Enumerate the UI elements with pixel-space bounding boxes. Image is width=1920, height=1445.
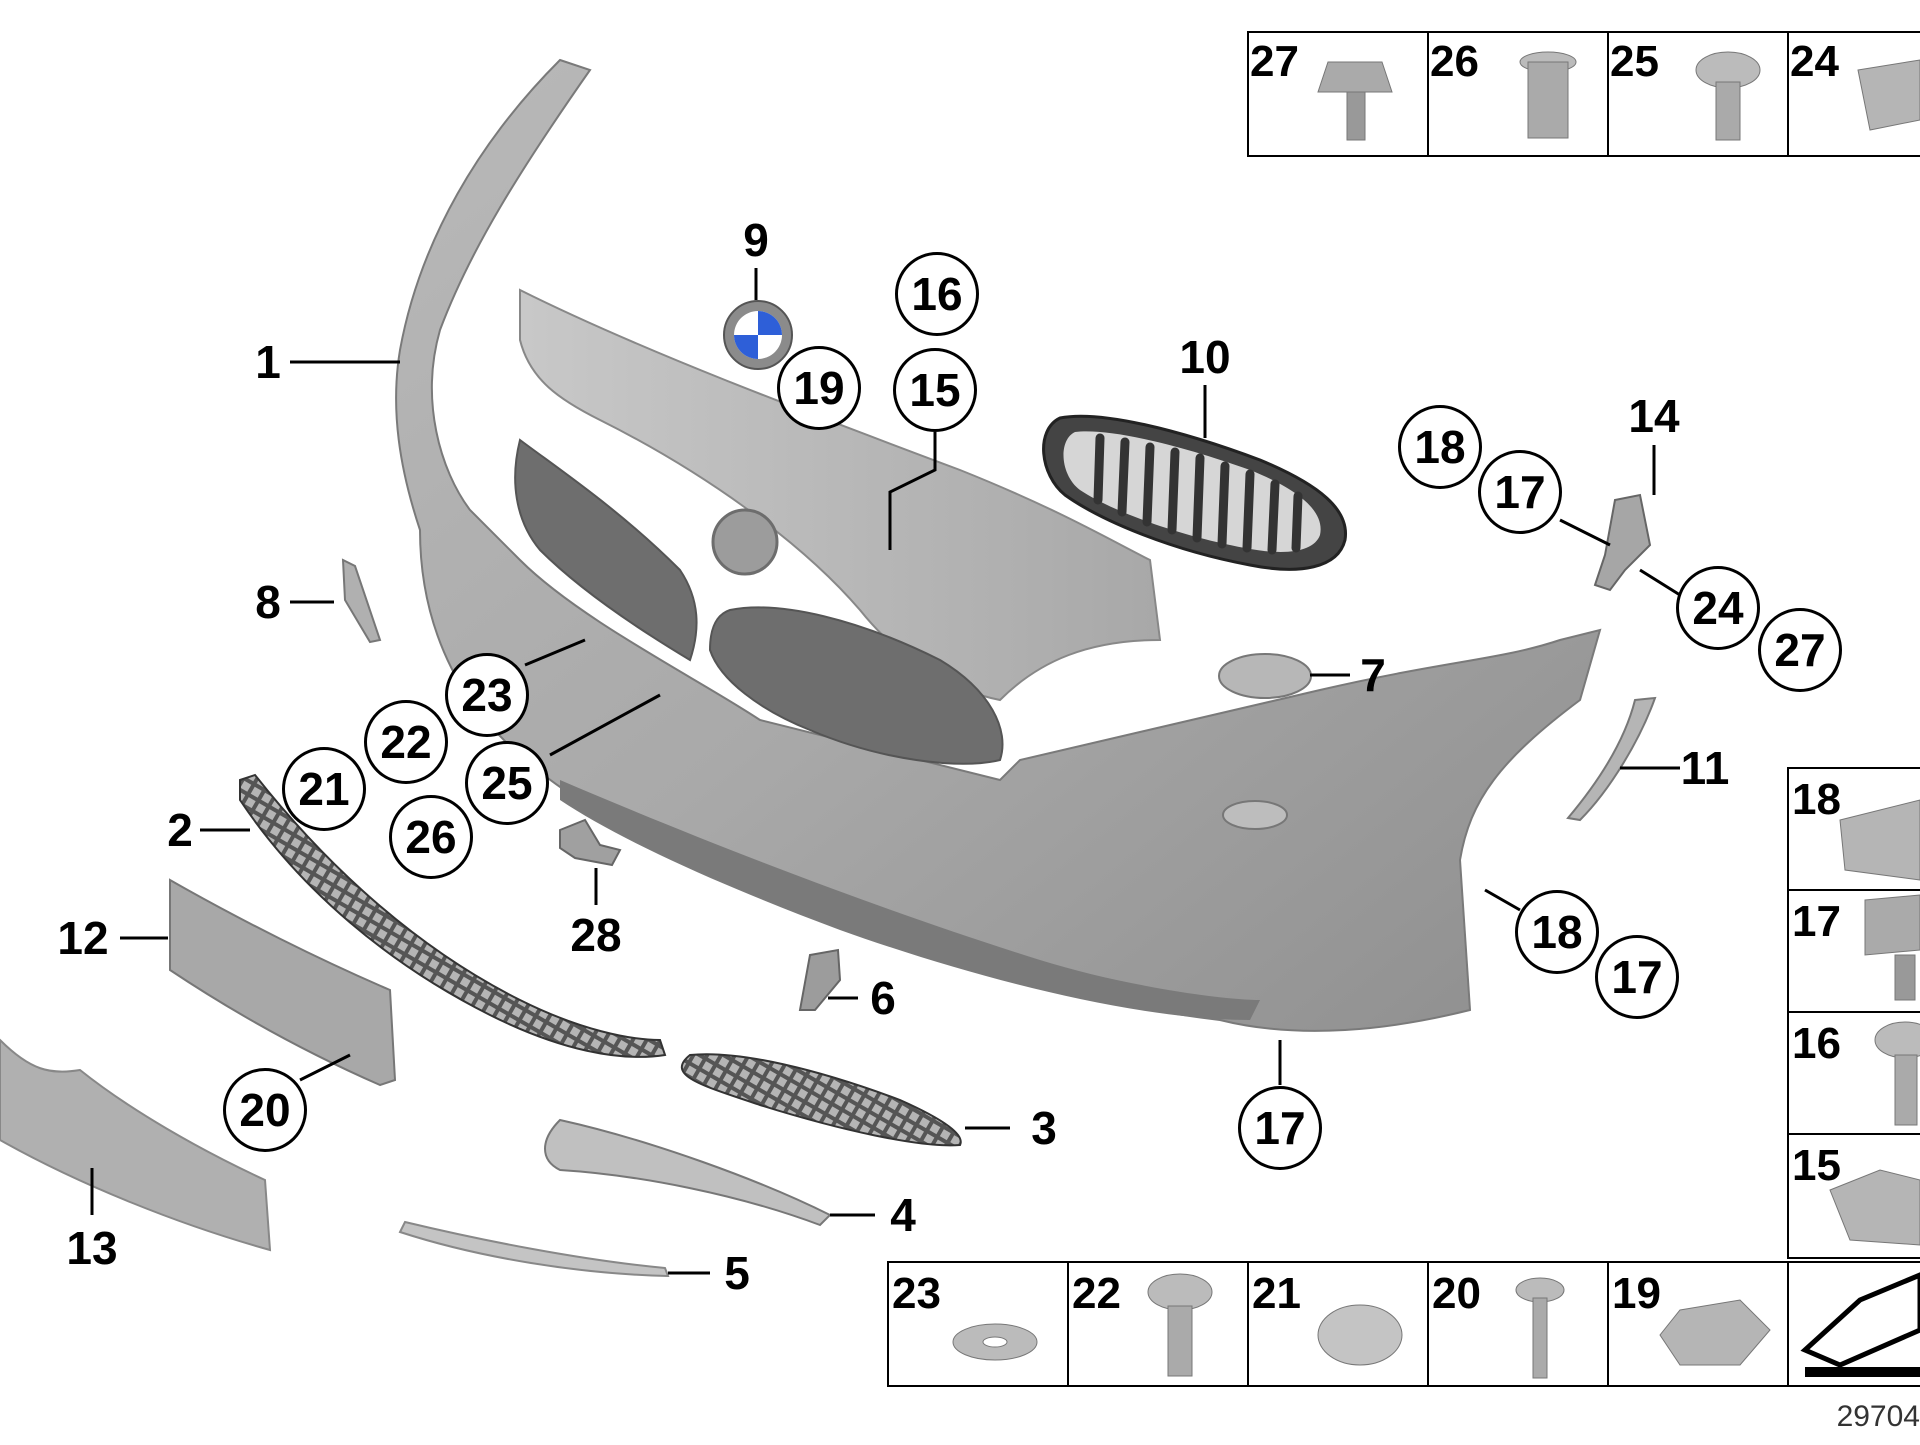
part-number-label: 28 — [570, 909, 622, 961]
top-table-cell-number: 25 — [1610, 37, 1659, 86]
part-number-label: 1 — [255, 336, 281, 388]
circled-part-number-label: 17 — [1478, 450, 1562, 534]
trim-strip-11 — [1566, 696, 1657, 822]
diagram-id: 29704 — [1836, 1400, 1920, 1433]
trim-frame — [544, 1118, 832, 1227]
part-number-label: 9 — [743, 214, 769, 266]
circled-part-number-label: 18 — [1398, 405, 1482, 489]
part-number-label: 7 — [1360, 649, 1386, 701]
circled-part-number-label: 17 — [1595, 935, 1679, 1019]
part-number-label: 14 — [1628, 390, 1680, 442]
top-parts-table — [1247, 31, 1920, 157]
part-number-label: 11 — [1680, 742, 1730, 794]
part-number-label: 13 — [66, 1222, 118, 1274]
part-number-label: 5 — [724, 1247, 750, 1299]
part-number-label: 8 — [255, 576, 281, 628]
kidney-grille — [1042, 414, 1348, 571]
right-table-cell-number: 16 — [1792, 1019, 1841, 1068]
top-table-cell-number: 24 — [1790, 37, 1839, 86]
circled-part-number-label: 20 — [223, 1068, 307, 1152]
part-number-label: 2 — [167, 804, 193, 856]
part-number-label: 4 — [890, 1189, 916, 1241]
bumper-cover — [395, 58, 1602, 1032]
circled-part-number-label: 21 — [282, 747, 366, 831]
circled-part-number-label: 25 — [465, 741, 549, 825]
bottom-table-cell-number: 23 — [892, 1269, 941, 1318]
circled-part-number-label: 19 — [777, 346, 861, 430]
circled-part-number-label: 23 — [445, 653, 529, 737]
bmw-emblem — [723, 300, 793, 370]
circled-part-number-label: 26 — [389, 795, 473, 879]
top-table-cell-number: 26 — [1430, 37, 1479, 86]
bottom-table-cell-number: 21 — [1252, 1269, 1301, 1318]
license-plate-bracket — [169, 878, 397, 1087]
circled-part-number-label: 15 — [893, 348, 977, 432]
top-table-cell-number: 27 — [1250, 37, 1299, 86]
leader-lines — [90, 268, 1681, 1275]
circled-part-number-label: 18 — [1515, 890, 1599, 974]
right-table-cell-number: 18 — [1792, 775, 1841, 824]
part-number-label: 6 — [870, 972, 896, 1024]
mesh-grille — [239, 773, 667, 1058]
right-table-cell-number: 17 — [1792, 897, 1841, 946]
circled-part-number-label: 22 — [364, 700, 448, 784]
lower-spoiler — [0, 1038, 272, 1252]
right-parts-table — [1787, 767, 1920, 1259]
bottom-table-cell-number: 19 — [1612, 1269, 1661, 1318]
part-number-label: 10 — [1179, 331, 1231, 383]
cover-part-6 — [798, 948, 842, 1011]
bottom-parts-table — [887, 1261, 1920, 1387]
bottom-table-cell-number: 20 — [1432, 1269, 1481, 1318]
cover-part-8 — [341, 558, 382, 644]
trim-strip-5 — [398, 1220, 670, 1278]
bottom-table-cell-number: 22 — [1072, 1269, 1121, 1318]
bracket-part-14 — [1593, 493, 1652, 592]
part-number-label: 3 — [1031, 1102, 1057, 1154]
circled-part-number-label: 27 — [1758, 608, 1842, 692]
circled-part-number-label: 17 — [1238, 1086, 1322, 1170]
circled-part-number-label: 16 — [895, 252, 979, 336]
part-number-label: 12 — [57, 912, 109, 964]
cover-part-7 — [1218, 653, 1312, 699]
side-grille — [680, 1053, 962, 1147]
bracket-part-28 — [559, 818, 622, 867]
circled-part-number-label: 24 — [1676, 566, 1760, 650]
right-table-cell-number: 15 — [1792, 1141, 1841, 1190]
